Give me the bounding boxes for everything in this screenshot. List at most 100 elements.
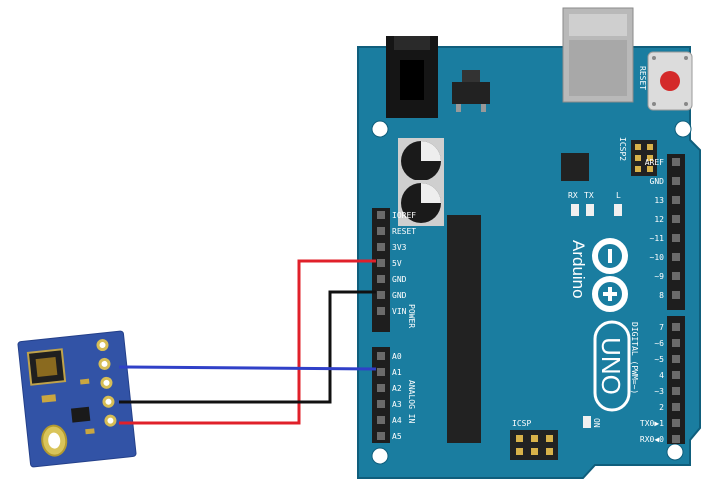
mounting-hole bbox=[674, 120, 692, 138]
analog-pin-label: A5 bbox=[392, 432, 402, 441]
icsp-header bbox=[510, 430, 558, 460]
digital-pin bbox=[672, 435, 680, 443]
digital-pin bbox=[672, 403, 680, 411]
analog-pin-label: A2 bbox=[392, 384, 402, 393]
wire-blue bbox=[118, 365, 377, 371]
power-pin-label: RESET bbox=[392, 227, 416, 236]
digital-pin-label: 13 bbox=[654, 196, 664, 205]
reset-button[interactable] bbox=[647, 51, 693, 111]
analog-pin bbox=[377, 352, 385, 360]
sensor-pin-4 bbox=[102, 395, 115, 408]
icsp-label: ICSP bbox=[512, 419, 531, 428]
power-pin-label: GND bbox=[392, 275, 407, 284]
power-pin bbox=[377, 275, 385, 283]
digital-pin-label: ~5 bbox=[654, 355, 664, 364]
digital-pin bbox=[672, 355, 680, 363]
analog-group-label: ANALOG IN bbox=[407, 380, 416, 424]
digital-pin-label: ~11 bbox=[650, 234, 665, 243]
dc-power-jack bbox=[386, 36, 438, 118]
sensor-ic bbox=[70, 406, 91, 423]
rx-label: RX bbox=[568, 191, 578, 200]
digital-pin-label: ~10 bbox=[650, 253, 665, 262]
digital-pin-label: TX0▶1 bbox=[640, 419, 664, 428]
sensor-pin-5 bbox=[104, 414, 117, 427]
reset-label: RESET bbox=[638, 66, 647, 90]
digital-pin bbox=[672, 253, 680, 261]
usb-connector bbox=[562, 7, 634, 103]
power-pin bbox=[377, 227, 385, 235]
digital-pin-label: 12 bbox=[654, 215, 664, 224]
digital-pin-label: 8 bbox=[659, 291, 664, 300]
digital-pin-label: 2 bbox=[659, 403, 664, 412]
analog-pin bbox=[377, 432, 385, 440]
power-pins: IOREF RESET 3V3 5V GND GND VIN bbox=[377, 211, 416, 316]
digital-pin-label: AREF bbox=[645, 158, 664, 167]
mounting-hole bbox=[666, 443, 684, 461]
on-led bbox=[583, 416, 591, 428]
arduino-uno-board: RESET ICSP2 bbox=[357, 7, 701, 479]
digital-pin bbox=[672, 387, 680, 395]
rx-led bbox=[571, 204, 579, 216]
sensor-pin-1 bbox=[96, 339, 109, 352]
mounting-hole bbox=[371, 447, 389, 465]
digital-header-bottom bbox=[667, 316, 685, 444]
digital-pin bbox=[672, 272, 680, 280]
power-pin bbox=[377, 243, 385, 251]
l-led bbox=[614, 204, 622, 216]
digital-pin bbox=[672, 177, 680, 185]
analog-pin bbox=[377, 384, 385, 392]
power-header bbox=[372, 208, 390, 332]
digital-pin bbox=[672, 371, 680, 379]
digital-pin bbox=[672, 291, 680, 299]
digital-pin-label: RX0◀0 bbox=[640, 435, 664, 444]
brand-text: Arduino bbox=[569, 240, 588, 299]
analog-pin bbox=[377, 368, 385, 376]
power-pin bbox=[377, 307, 385, 315]
tx-led bbox=[586, 204, 594, 216]
mounting-hole bbox=[371, 120, 389, 138]
power-pin bbox=[377, 291, 385, 299]
model-text: UNO bbox=[596, 337, 626, 395]
digital-pin bbox=[672, 323, 680, 331]
uno-badge: UNO bbox=[593, 320, 631, 412]
usb-interface-chip bbox=[561, 153, 589, 181]
analog-pin-label: A3 bbox=[392, 400, 402, 409]
digital-pin bbox=[672, 215, 680, 223]
power-pin-label: 5V bbox=[392, 259, 402, 268]
voltage-regulator bbox=[452, 70, 490, 112]
sensor-pin-2 bbox=[98, 357, 111, 370]
icsp2-header bbox=[631, 140, 657, 176]
wire-red bbox=[119, 259, 376, 425]
sensor-pin-3 bbox=[100, 376, 113, 389]
l-label: L bbox=[616, 191, 621, 200]
digital-group-label: DIGITAL (PWM=~) bbox=[630, 322, 639, 394]
digital-header-top bbox=[667, 154, 685, 310]
wire-black bbox=[119, 290, 376, 404]
digital-pin bbox=[672, 158, 680, 166]
digital-pin bbox=[672, 234, 680, 242]
power-pin-label: VIN bbox=[392, 307, 407, 316]
analog-pin bbox=[377, 400, 385, 408]
icsp2-label: ICSP2 bbox=[618, 137, 627, 161]
arduino-infinity-logo bbox=[592, 238, 628, 312]
power-pin-label: IOREF bbox=[392, 211, 416, 220]
power-pin bbox=[377, 211, 385, 219]
atmega-chip bbox=[447, 215, 481, 443]
digital-pin bbox=[672, 419, 680, 427]
digital-pin-label: ~3 bbox=[654, 387, 664, 396]
analog-pin-label: A1 bbox=[392, 368, 402, 377]
power-pin-label: GND bbox=[392, 291, 407, 300]
analog-pin bbox=[377, 416, 385, 424]
power-pin-label: 3V3 bbox=[392, 243, 407, 252]
digital-pin-label: 7 bbox=[659, 323, 664, 332]
capacitor bbox=[398, 180, 444, 226]
power-group-label: POWER bbox=[407, 304, 416, 328]
power-pin bbox=[377, 259, 385, 267]
sensor-module bbox=[17, 330, 137, 468]
analog-pin-label: A0 bbox=[392, 352, 402, 361]
digital-pin-label: 4 bbox=[659, 371, 664, 380]
digital-pin-label: ~9 bbox=[654, 272, 664, 281]
